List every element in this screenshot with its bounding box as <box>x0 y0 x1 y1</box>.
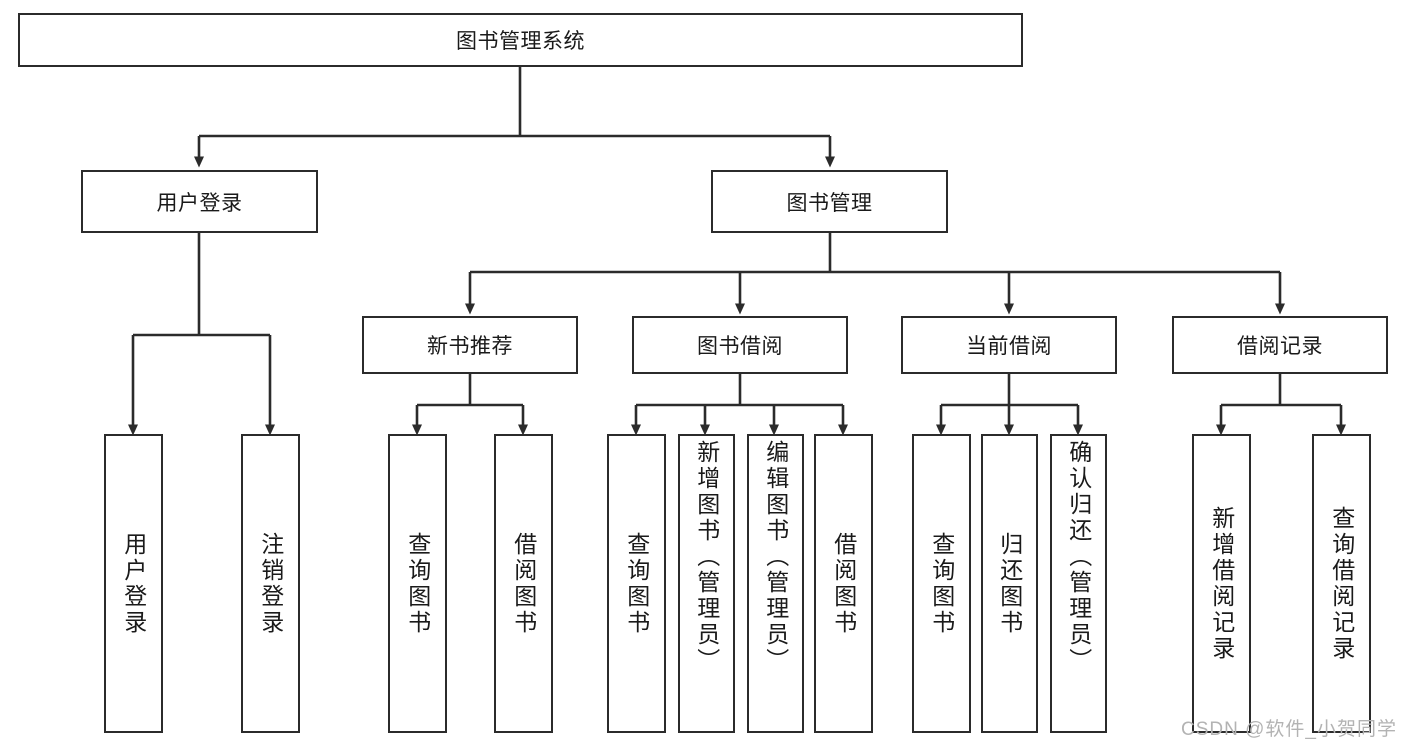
vertical-text-wrap: 编辑图书（管理员） <box>749 436 802 735</box>
node-leaf-user-logout[interactable]: 注销登录 <box>241 434 300 733</box>
node-leaf-add-record[interactable]: 新增借阅记录 <box>1192 434 1251 733</box>
node-user-login-label: 用户登录 <box>156 191 243 215</box>
node-leaf-user-logout-label: 注销登录 <box>257 531 284 636</box>
node-borrow-record[interactable]: 借阅记录 <box>1172 316 1388 374</box>
node-leaf-query-book-2[interactable]: 查询图书 <box>607 434 666 733</box>
node-book-manage-label: 图书管理 <box>786 191 873 215</box>
node-borrow-record-label: 借阅记录 <box>1237 335 1323 358</box>
node-leaf-borrow-book-2[interactable]: 借阅图书 <box>814 434 873 733</box>
node-leaf-add-book-label: 新增图书（管理员） <box>693 440 720 674</box>
node-user-login[interactable]: 用户登录 <box>81 170 318 233</box>
node-leaf-query-book-3[interactable]: 查询图书 <box>912 434 971 733</box>
node-book-manage[interactable]: 图书管理 <box>711 170 948 233</box>
node-leaf-borrow-book-1[interactable]: 借阅图书 <box>494 434 553 733</box>
vertical-text-wrap: 查询图书 <box>914 436 969 731</box>
watermark-text: CSDN @软件_小贺同学 <box>1181 719 1397 740</box>
vertical-text-wrap: 用户登录 <box>106 436 161 731</box>
node-leaf-query-record[interactable]: 查询借阅记录 <box>1312 434 1371 733</box>
node-leaf-query-book-1[interactable]: 查询图书 <box>388 434 447 733</box>
node-leaf-add-record-label: 新增借阅记录 <box>1208 505 1235 662</box>
vertical-text-wrap: 查询图书 <box>609 436 664 731</box>
node-leaf-confirm-return[interactable]: 确认归还（管理员） <box>1050 434 1107 733</box>
vertical-text-wrap: 查询图书 <box>390 436 445 731</box>
vertical-text-wrap: 确认归还（管理员） <box>1052 436 1105 735</box>
node-leaf-user-login-label: 用户登录 <box>120 531 147 636</box>
node-root[interactable]: 图书管理系统 <box>18 13 1023 67</box>
node-leaf-add-book[interactable]: 新增图书（管理员） <box>678 434 735 733</box>
node-leaf-user-login[interactable]: 用户登录 <box>104 434 163 733</box>
node-leaf-query-book-2-label: 查询图书 <box>623 531 650 636</box>
node-leaf-query-book-3-label: 查询图书 <box>928 531 955 636</box>
vertical-text-wrap: 查询借阅记录 <box>1314 436 1369 731</box>
node-root-label: 图书管理系统 <box>456 30 585 53</box>
node-leaf-query-record-label: 查询借阅记录 <box>1328 505 1355 662</box>
vertical-text-wrap: 借阅图书 <box>816 436 871 731</box>
node-leaf-confirm-return-label: 确认归还（管理员） <box>1065 440 1092 674</box>
node-current-borrow-label: 当前借阅 <box>966 335 1052 358</box>
vertical-text-wrap: 新增图书（管理员） <box>680 436 733 735</box>
vertical-text-wrap: 借阅图书 <box>496 436 551 731</box>
node-leaf-query-book-1-label: 查询图书 <box>404 531 431 636</box>
node-leaf-edit-book-label: 编辑图书（管理员） <box>762 440 789 674</box>
node-leaf-return-book-label: 归还图书 <box>996 531 1023 636</box>
node-leaf-edit-book[interactable]: 编辑图书（管理员） <box>747 434 804 733</box>
node-new-book-rec-label: 新书推荐 <box>427 335 513 358</box>
node-leaf-return-book[interactable]: 归还图书 <box>981 434 1038 733</box>
vertical-text-wrap: 注销登录 <box>243 436 298 731</box>
node-book-borrow[interactable]: 图书借阅 <box>632 316 848 374</box>
vertical-text-wrap: 归还图书 <box>983 436 1036 731</box>
node-new-book-rec[interactable]: 新书推荐 <box>362 316 578 374</box>
vertical-text-wrap: 新增借阅记录 <box>1194 436 1249 731</box>
node-book-borrow-label: 图书借阅 <box>697 335 783 358</box>
node-current-borrow[interactable]: 当前借阅 <box>901 316 1117 374</box>
node-leaf-borrow-book-2-label: 借阅图书 <box>830 531 857 636</box>
node-leaf-borrow-book-1-label: 借阅图书 <box>510 531 537 636</box>
